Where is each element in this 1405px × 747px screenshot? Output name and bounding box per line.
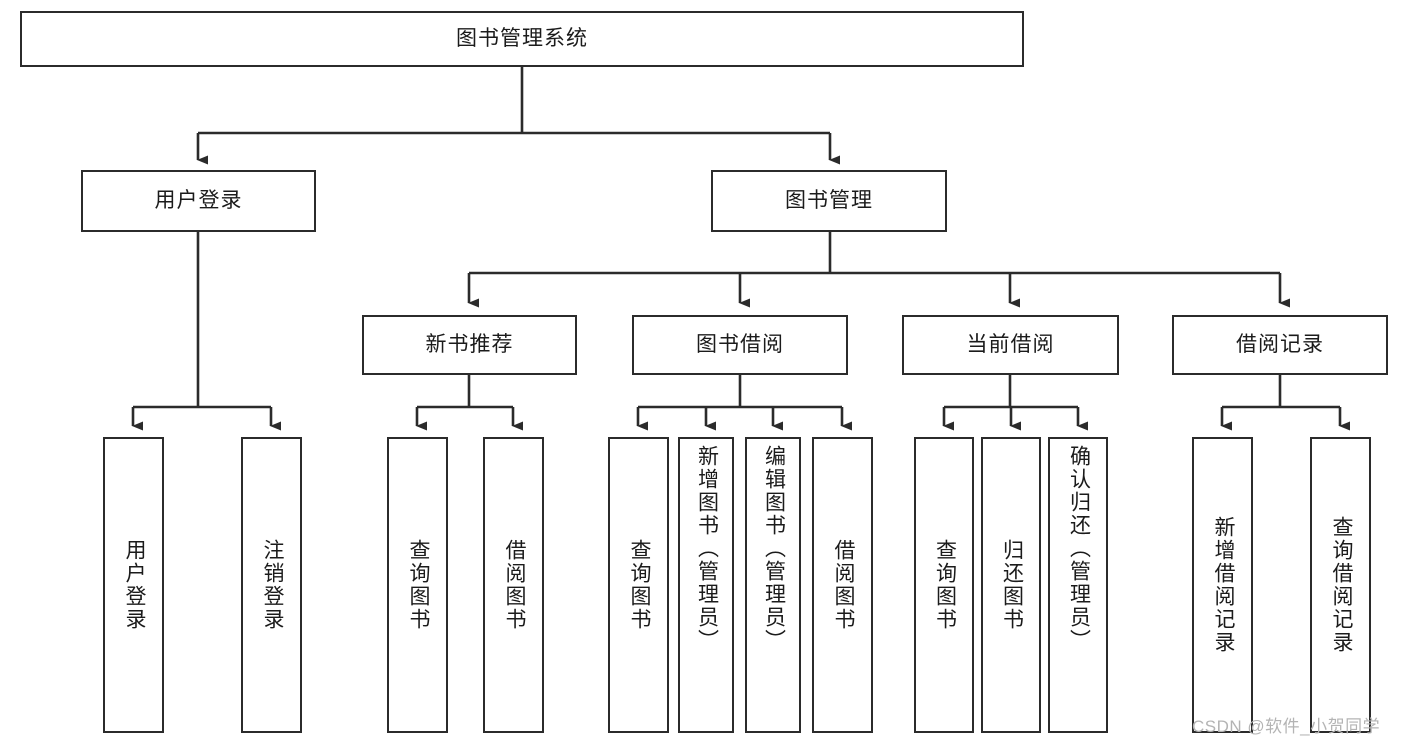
node-new-book-recommend[interactable]: 新书推荐 [362, 315, 577, 375]
node-root-system[interactable]: 图书管理系统 [20, 11, 1024, 67]
node-label: 查询借阅记录 [1329, 516, 1353, 654]
node-label: 当前借阅 [966, 333, 1055, 357]
leaf-query-book-current[interactable]: 查询图书 [914, 437, 974, 733]
leaf-query-borrow-record[interactable]: 查询借阅记录 [1310, 437, 1371, 733]
node-label: 查询图书 [406, 539, 430, 631]
leaf-logout[interactable]: 注销登录 [241, 437, 302, 733]
node-label: 编辑图书（管理员） [762, 445, 786, 652]
leaf-query-book-borrow[interactable]: 查询图书 [608, 437, 669, 733]
node-user-login[interactable]: 用户登录 [81, 170, 316, 232]
node-label: 借阅图书 [831, 539, 855, 631]
node-label: 图书管理 [785, 189, 873, 213]
leaf-query-book-recommend[interactable]: 查询图书 [387, 437, 448, 733]
node-current-borrow[interactable]: 当前借阅 [902, 315, 1119, 375]
node-label: 确认归还（管理员） [1067, 445, 1091, 652]
leaf-confirm-return-admin[interactable]: 确认归还（管理员） [1048, 437, 1108, 733]
node-label: 新增借阅记录 [1211, 516, 1235, 654]
leaf-edit-book-admin[interactable]: 编辑图书（管理员） [745, 437, 801, 733]
leaf-user-login[interactable]: 用户登录 [103, 437, 164, 733]
node-label: 注销登录 [260, 539, 284, 631]
node-label: 查询图书 [627, 539, 651, 631]
node-label: 借阅图书 [502, 539, 526, 631]
node-label: 查询图书 [933, 539, 957, 631]
leaf-borrow-book-recommend[interactable]: 借阅图书 [483, 437, 544, 733]
node-label: 用户登录 [154, 189, 243, 213]
leaf-return-book[interactable]: 归还图书 [981, 437, 1041, 733]
node-borrow-record[interactable]: 借阅记录 [1172, 315, 1388, 375]
node-label: 图书管理系统 [456, 27, 588, 51]
node-label: 归还图书 [1000, 539, 1024, 631]
node-label: 新增图书（管理员） [695, 445, 719, 652]
leaf-add-book-admin[interactable]: 新增图书（管理员） [678, 437, 734, 733]
node-label: 图书借阅 [696, 333, 784, 357]
node-label: 新书推荐 [425, 333, 514, 357]
node-label: 用户登录 [122, 539, 146, 631]
leaf-add-borrow-record[interactable]: 新增借阅记录 [1192, 437, 1253, 733]
node-label: 借阅记录 [1236, 333, 1324, 357]
node-book-management[interactable]: 图书管理 [711, 170, 947, 232]
node-book-borrow[interactable]: 图书借阅 [632, 315, 848, 375]
watermark-text: CSDN @软件_小贺同学 [1192, 717, 1381, 736]
leaf-borrow-book[interactable]: 借阅图书 [812, 437, 873, 733]
